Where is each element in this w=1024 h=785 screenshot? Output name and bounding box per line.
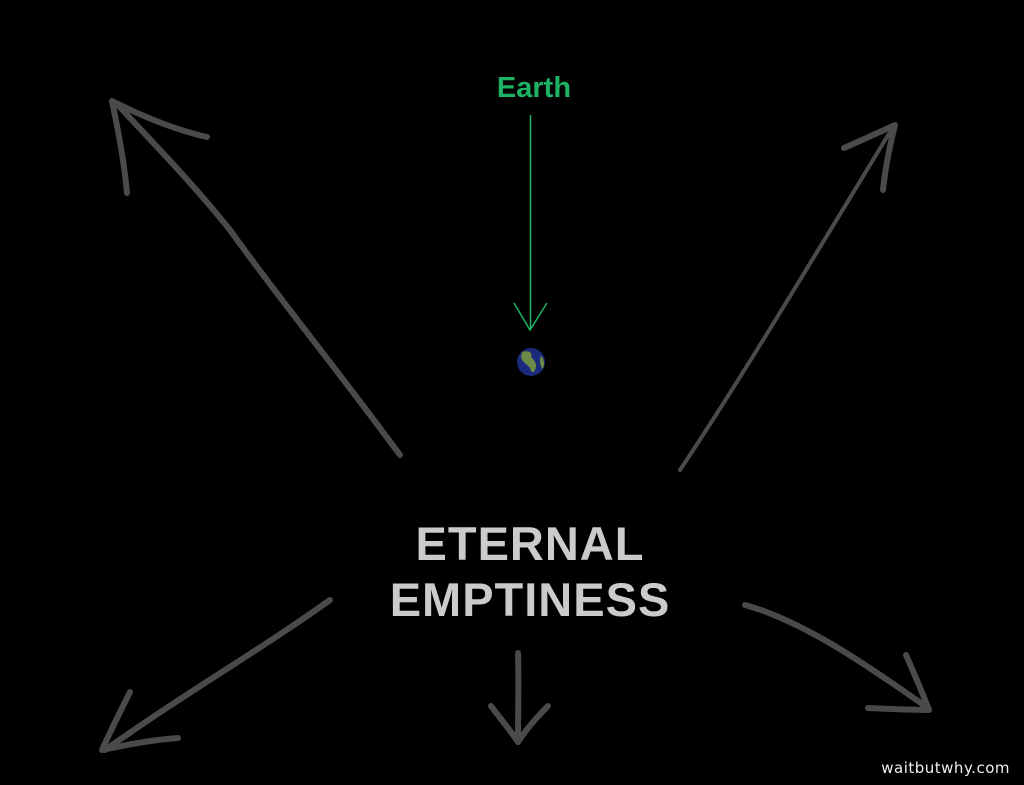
arrow-up-left (109, 98, 403, 458)
earth-pointer-arrow (513, 115, 548, 332)
arrow-down-left (99, 597, 333, 753)
title-line-2: EMPTINESS (389, 573, 671, 626)
earth-label: Earth (496, 72, 572, 104)
arrow-up-right (678, 122, 898, 472)
arrow-down (488, 650, 551, 745)
earth-globe-icon (517, 348, 545, 376)
watermark: waitbutwhy.com (881, 759, 1010, 777)
title-line-1: ETERNAL (415, 517, 645, 570)
arrow-down-right (742, 602, 932, 713)
